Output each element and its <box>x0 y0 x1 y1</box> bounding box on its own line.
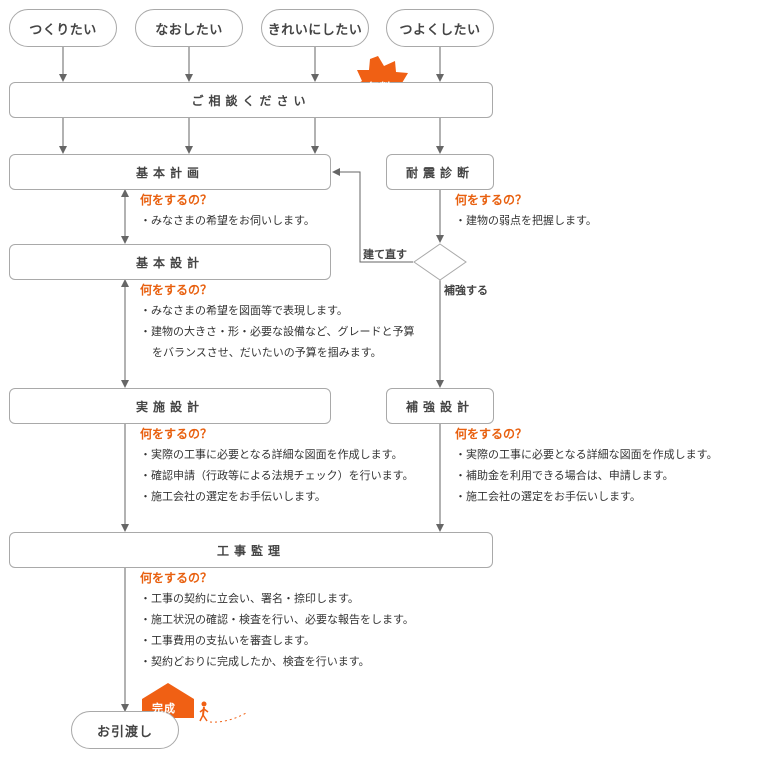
decision-diamond <box>413 243 467 281</box>
desc-line: ・施工会社の選定をお手伝いします。 <box>140 490 326 503</box>
desc-kihon-keikaku: 何をするの？ ・みなさまの希望をお伺いします。 <box>140 190 315 231</box>
desc-line: ・みなさまの希望をお伺いします。 <box>140 214 315 227</box>
question-label: 何をするの？ <box>140 193 213 207</box>
desc-line: ・工事の契約に立会い、署名・捺印します。 <box>140 592 359 605</box>
desc-line: ・契約どおりに完成したか、検査を行います。 <box>140 655 370 668</box>
box-hokyo-sekkei[interactable]: 補強設計 <box>386 388 494 424</box>
question-label: 何をするの？ <box>140 571 213 585</box>
label-reinforce: 補強する <box>444 284 488 297</box>
desc-line: をバランスさせ、だいたいの予算を掴みます。 <box>152 346 382 359</box>
question-label: 何をするの？ <box>140 427 213 441</box>
desc-line: ・施工会社の選定をお手伝いします。 <box>455 490 641 503</box>
desc-kouji-kanri: 何をするの？ ・工事の契約に立会い、署名・捺印します。 ・施工状況の確認・検査を… <box>140 568 414 672</box>
consult-box[interactable]: ご相談ください <box>9 82 493 118</box>
box-kihon-sekkei[interactable]: 基本設計 <box>9 244 331 280</box>
question-label: 何をするの？ <box>455 193 528 207</box>
option-kireinishitai[interactable]: きれいにしたい <box>261 9 369 47</box>
kansei-label: 完成 <box>152 702 176 715</box>
box-hikiwatashi[interactable]: お引渡し <box>71 711 179 749</box>
question-label: 何をするの？ <box>140 283 213 297</box>
desc-line: ・施工状況の確認・検査を行い、必要な報告をします。 <box>140 613 414 626</box>
desc-kihon-sekkei: 何をするの？ ・みなさまの希望を図面等で表現します。 ・建物の大きさ・形・必要な… <box>140 280 414 363</box>
desc-line: ・補助金を利用できる場合は、申請します。 <box>455 469 674 482</box>
desc-jisshi-sekkei: 何をするの？ ・実際の工事に必要となる詳細な図面を作成します。 ・確認申請（行政… <box>140 424 414 507</box>
desc-hokyo-sekkei: 何をするの？ ・実際の工事に必要となる詳細な図面を作成します。 ・補助金を利用で… <box>455 424 718 507</box>
option-tsuyokushitai[interactable]: つよくしたい <box>386 9 494 47</box>
footpath-dots <box>209 712 247 723</box>
desc-line: ・確認申請（行政等による法規チェック）を行います。 <box>140 469 414 482</box>
box-taishin-shindan[interactable]: 耐震診断 <box>386 154 494 190</box>
walking-person-icon <box>199 701 209 722</box>
option-tsukuritai[interactable]: つくりたい <box>9 9 117 47</box>
question-label: 何をするの？ <box>455 427 528 441</box>
desc-line: ・建物の大きさ・形・必要な設備など、グレードと予算 <box>140 325 415 338</box>
box-kouji-kanri[interactable]: 工事監理 <box>9 532 493 568</box>
desc-line: ・実際の工事に必要となる詳細な図面を作成します。 <box>140 448 403 461</box>
label-rebuild: 建て直す <box>363 248 407 261</box>
desc-line: ・工事費用の支払いを審査します。 <box>140 634 315 647</box>
free-badge: 無料 <box>368 81 392 94</box>
desc-taishin-shindan: 何をするの？ ・建物の弱点を把握します。 <box>455 190 597 231</box>
desc-line: ・建物の弱点を把握します。 <box>455 214 597 227</box>
desc-line: ・みなさまの希望を図面等で表現します。 <box>140 304 348 317</box>
box-jisshi-sekkei[interactable]: 実施設計 <box>9 388 331 424</box>
kansei-house-icon <box>142 683 194 718</box>
option-naoshitai[interactable]: なおしたい <box>135 9 243 47</box>
desc-line: ・実際の工事に必要となる詳細な図面を作成します。 <box>455 448 718 461</box>
box-kihon-keikaku[interactable]: 基本計画 <box>9 154 331 190</box>
arrow-rebuild <box>332 168 413 263</box>
